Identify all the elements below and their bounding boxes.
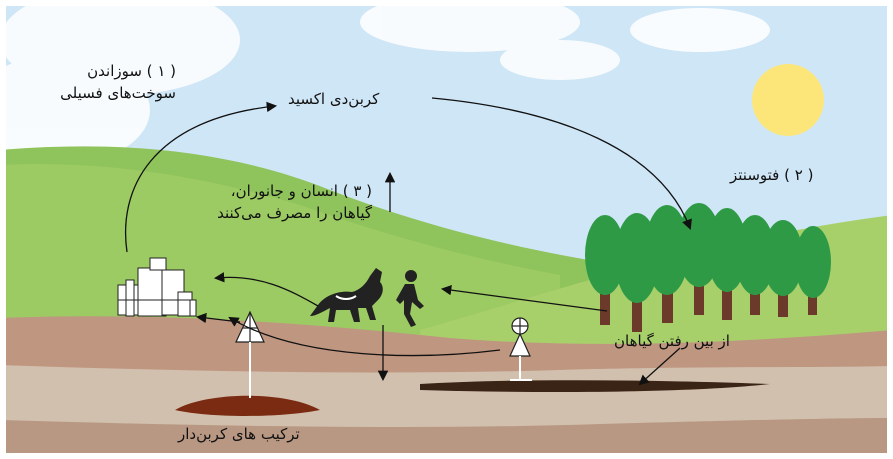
factory-icon [117, 257, 197, 317]
arrow-forest-to-animals [440, 284, 608, 312]
arrow-co2-to-forest [431, 97, 692, 230]
label-carbon-dioxide: کربن‌دی اکسید [288, 90, 380, 108]
label-fossil-fuel-burning: ( ۱ ) سوزاندن سوخت‌های فسیلی [60, 62, 176, 102]
horse-icon [310, 268, 383, 322]
person-walking-icon [396, 270, 424, 327]
arrow-derrick-to-factory [195, 312, 241, 324]
arrow-plants-to-deposit [638, 347, 681, 386]
arrow-pump-to-factory [228, 316, 501, 357]
cycle-arrows [124, 97, 692, 386]
label-carbon-compounds: ترکیب های کربن‌دار [178, 425, 300, 443]
oil-layer [420, 380, 770, 392]
deep-layer [6, 418, 887, 453]
clouds [6, 6, 770, 165]
label-consumption: ( ۳ ) انسان و جانوران، گیاهان را مصرف می… [217, 182, 372, 222]
arrow-animals-to-factory [213, 272, 319, 307]
carbon-deposit [175, 395, 320, 416]
forest-icon [585, 203, 831, 332]
label-photosynthesis: ( ۲ ) فتوسنتز [730, 166, 814, 184]
sun-icon [752, 64, 824, 136]
arrow-factory-to-co2 [124, 101, 278, 253]
label-plant-death: از بین رفتن گیاهان [614, 332, 730, 350]
windmill-pump-icon [509, 317, 532, 381]
oil-derrick-icon [235, 310, 265, 398]
